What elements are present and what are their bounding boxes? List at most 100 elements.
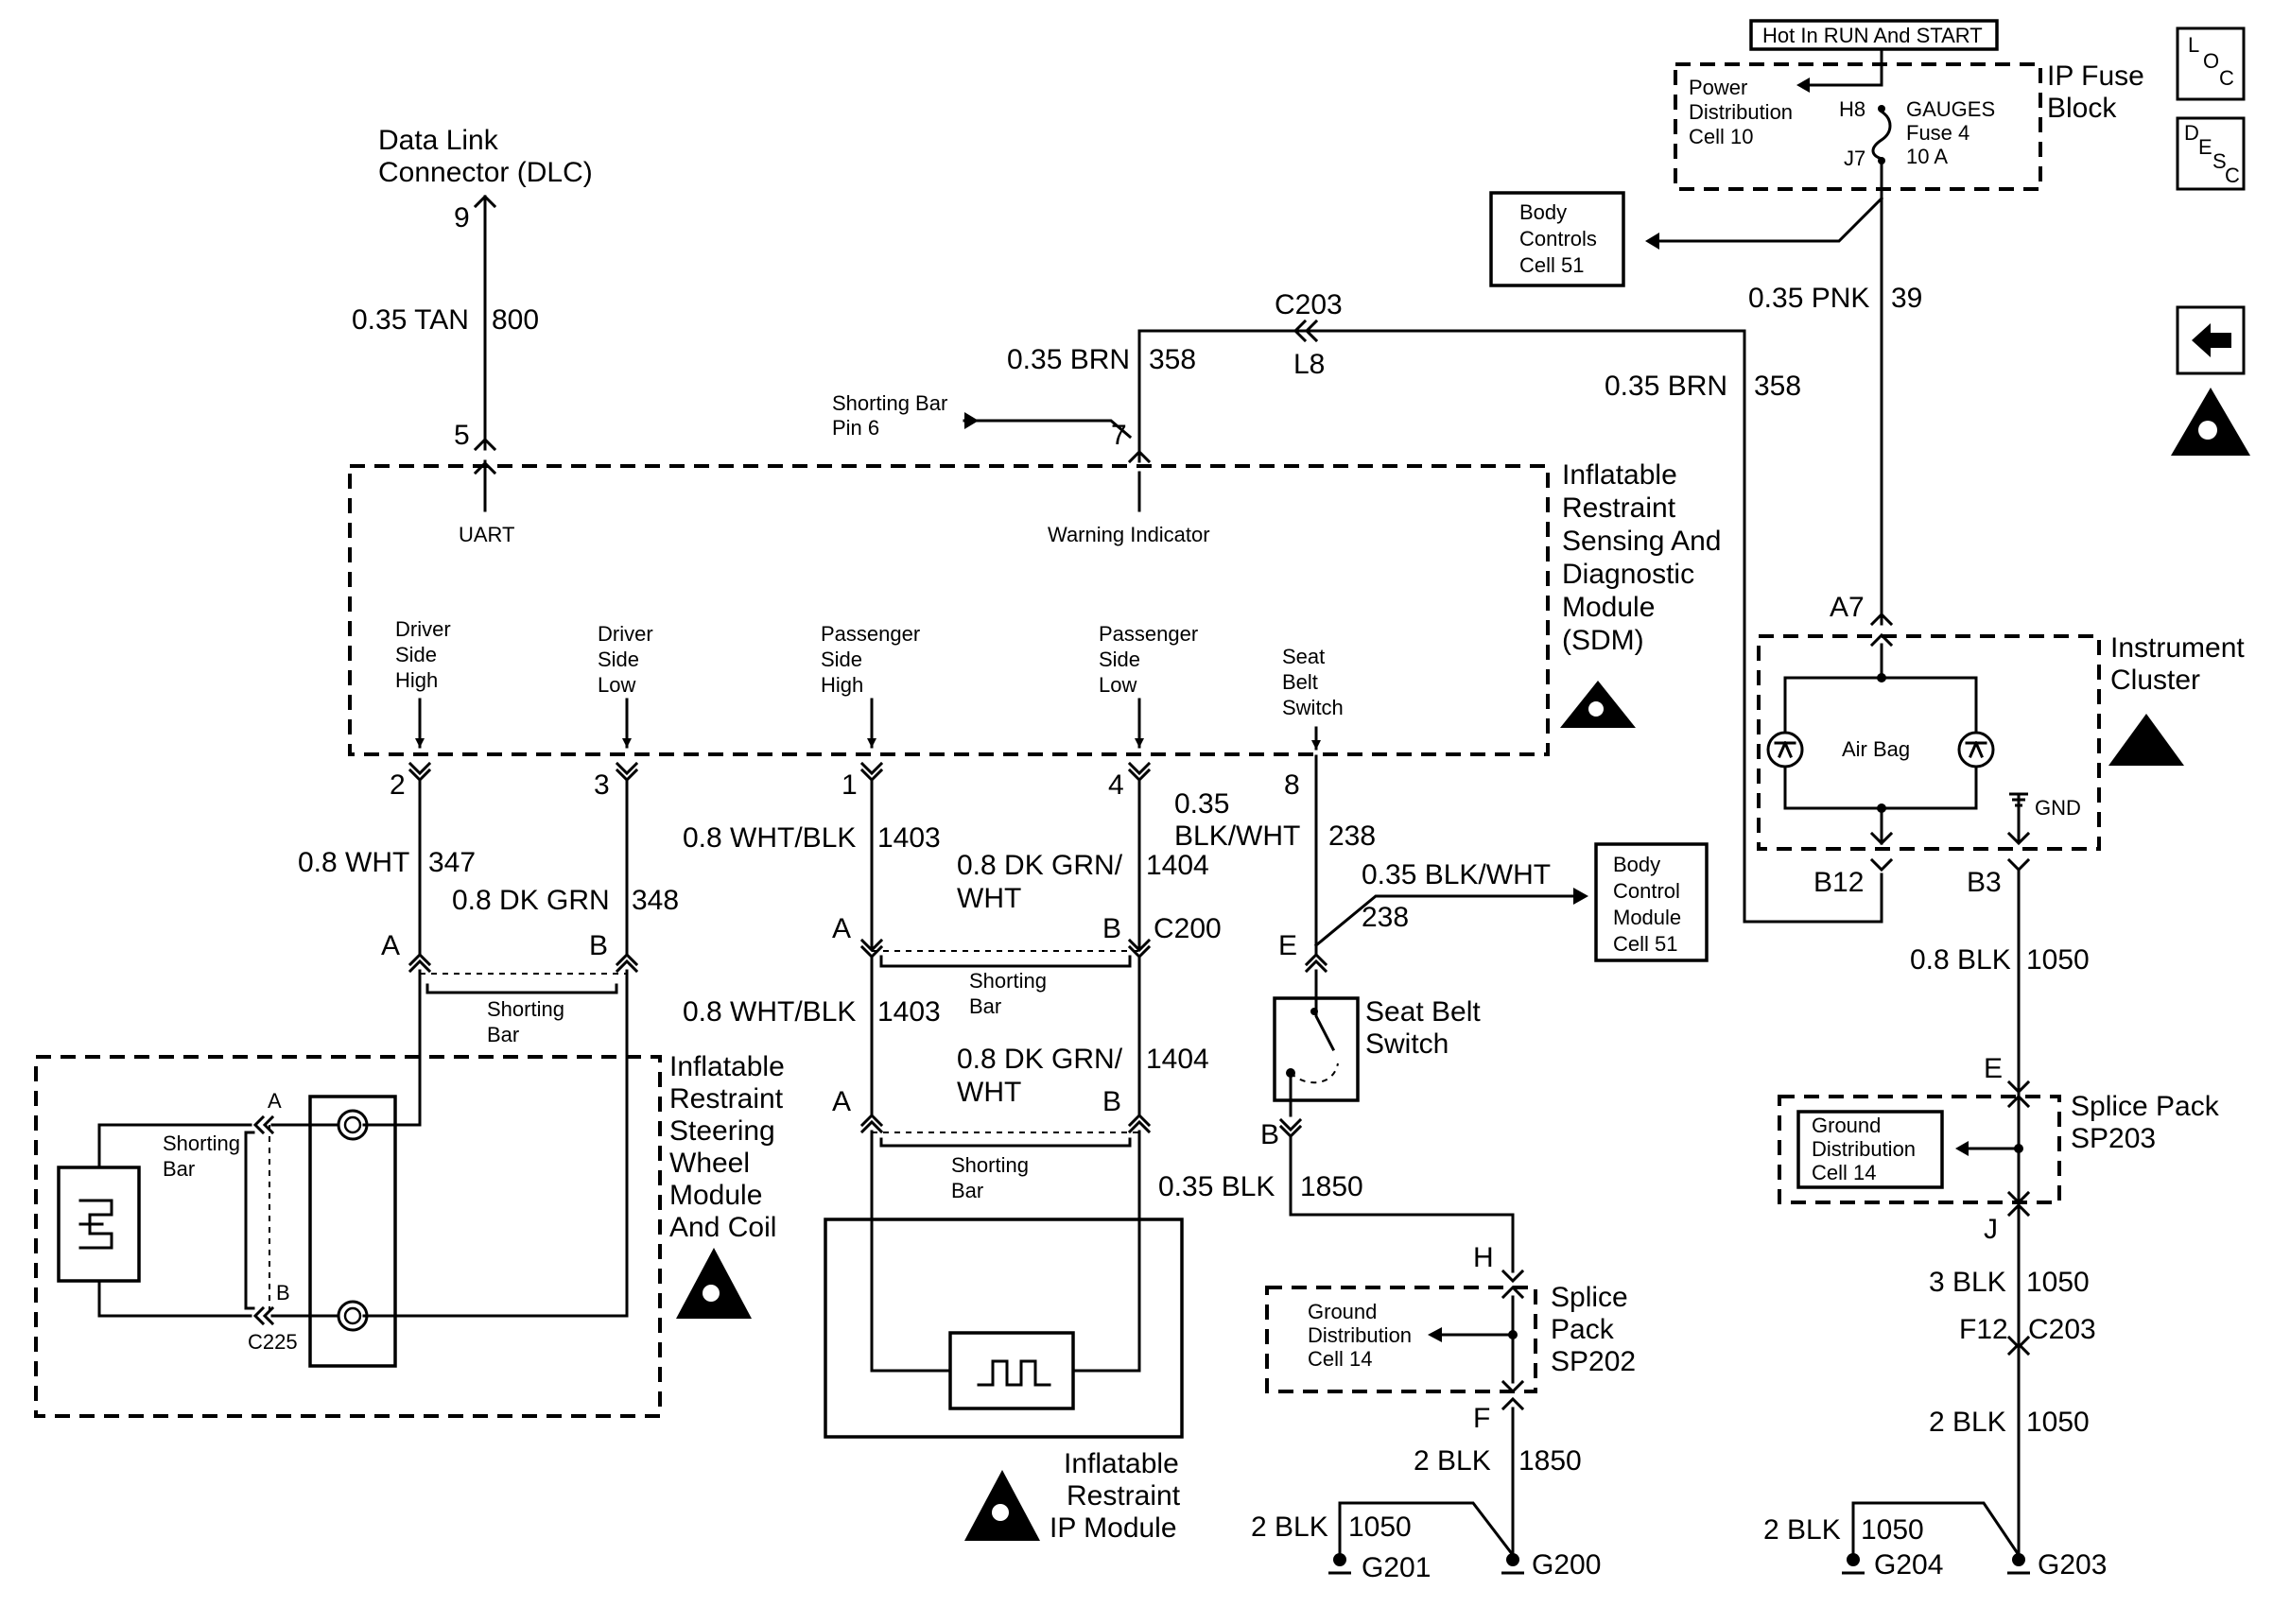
svg-text:Side: Side bbox=[821, 648, 862, 671]
c225-label: C225 bbox=[248, 1330, 298, 1354]
wire-1850 bbox=[1289, 1134, 1515, 1273]
wire-1850b-gauge: 2 BLK bbox=[1414, 1445, 1491, 1477]
wire-358-gauge: 0.35 BRN bbox=[1007, 344, 1130, 375]
wire-347-gauge: 0.8 WHT bbox=[298, 847, 409, 878]
wire-1050-g201 bbox=[1338, 1501, 1516, 1558]
desc-button[interactable]: D E S C bbox=[2176, 116, 2246, 191]
svg-text:D: D bbox=[2184, 121, 2199, 145]
shorting-bar-p2 bbox=[879, 1137, 1132, 1148]
clockspring-box bbox=[308, 1095, 397, 1368]
svg-text:Module: Module bbox=[1613, 906, 1681, 929]
wire-1403b-gauge: 0.8 WHT/BLK bbox=[683, 996, 856, 1028]
svg-text:Bar: Bar bbox=[969, 994, 1001, 1018]
dlc-pin-9-mark bbox=[473, 194, 497, 209]
svg-text:C: C bbox=[2219, 66, 2234, 90]
svg-text:Wheel: Wheel bbox=[669, 1148, 750, 1179]
sp202-ground-label: Ground Distribution Cell 14 bbox=[1308, 1300, 1412, 1371]
svg-text:Restraint: Restraint bbox=[1562, 492, 1676, 524]
fuse-h8: H8 bbox=[1839, 97, 1865, 121]
dlc-title-1: Data Link bbox=[378, 125, 499, 156]
svg-text:Seat: Seat bbox=[1282, 645, 1325, 668]
wire-238b-circuit: 238 bbox=[1362, 902, 1409, 933]
svg-text:Instrument: Instrument bbox=[2110, 632, 2245, 664]
svg-text:High: High bbox=[395, 668, 438, 692]
c200-label: C200 bbox=[1154, 913, 1222, 944]
loc-button[interactable]: L O C bbox=[2176, 26, 2246, 101]
sp202-h: H bbox=[1473, 1242, 1494, 1273]
steering-shorting-bar-label: Shorting Bar bbox=[163, 1132, 240, 1181]
fuse-4-label: GAUGES Fuse 4 10 A bbox=[1906, 97, 1995, 168]
svg-text:Controls: Controls bbox=[1519, 227, 1597, 251]
ground-g204: G204 bbox=[1874, 1549, 1943, 1581]
steering-pin-a: A bbox=[268, 1089, 282, 1113]
svg-text:Restraint: Restraint bbox=[669, 1083, 784, 1114]
svg-text:Shorting: Shorting bbox=[163, 1132, 240, 1155]
svg-text:Shorting: Shorting bbox=[969, 969, 1047, 993]
uart-label: UART bbox=[459, 523, 515, 546]
svg-text:Cell 51: Cell 51 bbox=[1519, 253, 1584, 277]
wire-1404-gauge-1: 0.8 DK GRN/ bbox=[957, 850, 1123, 881]
svg-text:Switch: Switch bbox=[1365, 1028, 1449, 1060]
svg-text:Restraint: Restraint bbox=[1067, 1480, 1181, 1512]
svg-text:10 A: 10 A bbox=[1906, 145, 1948, 168]
wire-1404-gauge-2: WHT bbox=[957, 883, 1021, 914]
seat-belt-e: E bbox=[1278, 930, 1297, 961]
shorting-bar-pin6-1: Shorting Bar bbox=[832, 391, 947, 415]
shorting-bar-p1 bbox=[879, 955, 1132, 968]
svg-text:GAUGES: GAUGES bbox=[1906, 97, 1995, 121]
svg-text:Body: Body bbox=[1519, 200, 1567, 224]
loc-icon[interactable] bbox=[2176, 26, 2246, 101]
ip-inflator-icon bbox=[977, 1359, 1051, 1387]
svg-text:Control: Control bbox=[1613, 879, 1680, 903]
seat-belt-switch-label: Seat Belt Switch bbox=[1282, 645, 1344, 719]
svg-text:Steering: Steering bbox=[669, 1115, 775, 1147]
wire-1850b-circuit: 1850 bbox=[1518, 1445, 1582, 1477]
svg-text:Cell 51: Cell 51 bbox=[1613, 932, 1677, 956]
svg-text:Module: Module bbox=[669, 1180, 762, 1211]
wire-348-gauge: 0.8 DK GRN bbox=[452, 885, 610, 916]
body-control-module-box bbox=[1594, 842, 1709, 962]
steering-title: Inflatable Restraint Steering Wheel Modu… bbox=[669, 1051, 785, 1243]
wire-1050b-circuit: 1050 bbox=[2026, 1267, 2090, 1298]
right-ground-chain: 0.8 BLK 1050 E Ground Distribution Cell … bbox=[1763, 868, 2220, 1581]
sdm-pin-8: 8 bbox=[1284, 769, 1300, 801]
wire-39-gauge: 0.35 PNK bbox=[1748, 283, 1869, 314]
svg-text:Block: Block bbox=[2047, 93, 2117, 124]
wire-1850-circuit: 1850 bbox=[1300, 1171, 1363, 1202]
svg-text:Fuse 4: Fuse 4 bbox=[1906, 121, 1969, 145]
seat-belt-circuit: 0.35 BLK/WHT 238 0.35 BLK/WHT 238 Body C… bbox=[1158, 754, 1709, 1583]
ground-g201-icon bbox=[1328, 1553, 1351, 1575]
svg-text:Switch: Switch bbox=[1282, 696, 1344, 719]
svg-text:Side: Side bbox=[1099, 648, 1140, 671]
sp202-title: Splice Pack SP202 bbox=[1551, 1282, 1636, 1377]
svg-text:Passenger: Passenger bbox=[821, 622, 920, 646]
airbag-label: Air Bag bbox=[1842, 737, 1910, 761]
sdm-title: Inflatable Restraint Sensing And Diagnos… bbox=[1562, 459, 1721, 656]
sp202-f: F bbox=[1473, 1403, 1490, 1434]
svg-text:Power: Power bbox=[1689, 76, 1747, 99]
svg-text:Pack: Pack bbox=[1551, 1314, 1615, 1345]
sp203-e: E bbox=[1984, 1053, 2003, 1084]
ground-g203-icon bbox=[2007, 1553, 2030, 1575]
fuse-block-boundary bbox=[1674, 62, 2042, 191]
desc-icon[interactable] bbox=[2176, 116, 2246, 191]
wire-1403-circuit: 1403 bbox=[877, 822, 941, 854]
wire-358-circuit: 358 bbox=[1149, 344, 1196, 375]
wire-1050g204-gauge: 2 BLK bbox=[1763, 1514, 1841, 1546]
driver-high-label: Driver Side High bbox=[395, 617, 451, 692]
body-controls-box bbox=[1489, 191, 1625, 287]
svg-text:Bar: Bar bbox=[487, 1023, 519, 1046]
sp203-title: Splice Pack SP203 bbox=[2071, 1091, 2220, 1154]
wire-1404-circuit: 1404 bbox=[1146, 850, 1209, 881]
back-button[interactable] bbox=[2176, 305, 2246, 375]
power-distribution-label: Power Distribution Cell 10 bbox=[1689, 76, 1793, 148]
ip-fuse-block-title: IP Fuse Block bbox=[2047, 60, 2144, 124]
sdm-pin-3: 3 bbox=[594, 769, 610, 801]
svg-text:IP Fuse: IP Fuse bbox=[2047, 60, 2144, 92]
svg-text:Belt: Belt bbox=[1282, 670, 1318, 694]
wire-1050a-gauge: 0.8 BLK bbox=[1910, 944, 2011, 976]
ground-g204-icon bbox=[1842, 1553, 1865, 1575]
sp202-boundary bbox=[1265, 1286, 1537, 1393]
c203-top-label: C203 bbox=[1275, 289, 1343, 320]
